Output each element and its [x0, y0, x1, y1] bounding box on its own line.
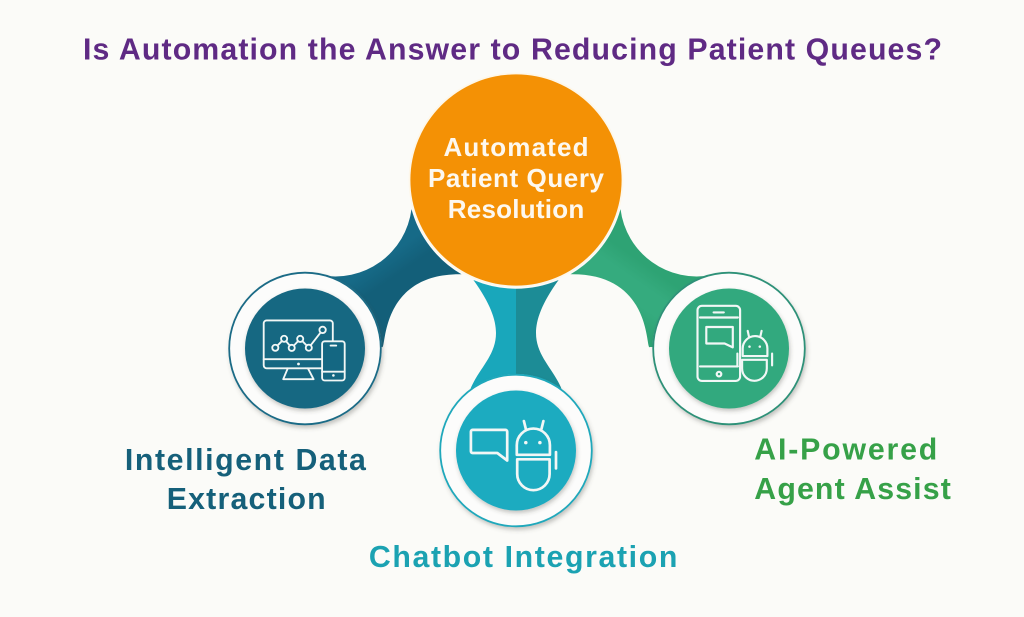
svg-text:Extraction: Extraction	[167, 483, 326, 516]
svg-text:Resolution: Resolution	[448, 194, 585, 224]
svg-text:Agent Assist: Agent Assist	[754, 473, 951, 506]
svg-text:AI-Powered: AI-Powered	[754, 434, 937, 467]
svg-text:Patient Query: Patient Query	[428, 163, 605, 193]
svg-text:Intelligent Data: Intelligent Data	[125, 444, 367, 477]
svg-text:Automated: Automated	[444, 132, 589, 162]
svg-text:Chatbot Integration: Chatbot Integration	[369, 541, 678, 574]
svg-text:Is Automation the Answer to Re: Is Automation the Answer to Reducing Pat…	[83, 33, 942, 66]
